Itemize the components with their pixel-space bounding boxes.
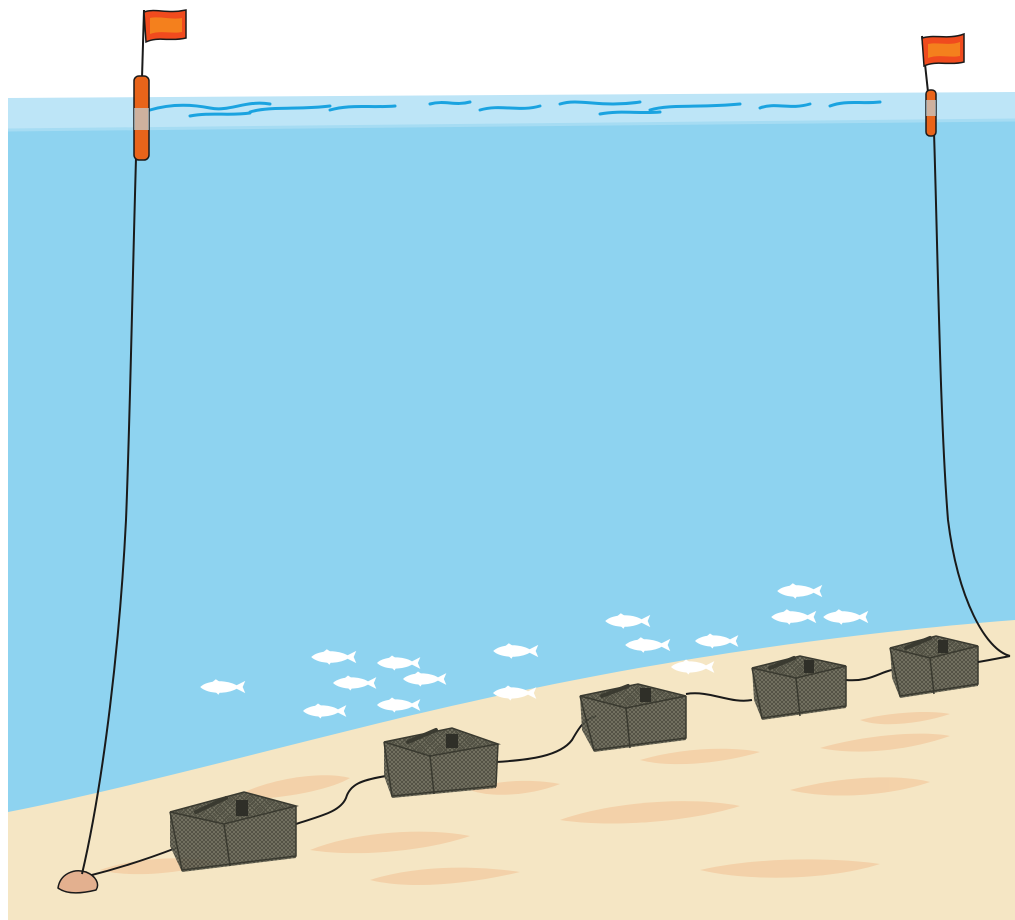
trap-2 — [384, 728, 498, 798]
trap-3 — [580, 684, 686, 752]
